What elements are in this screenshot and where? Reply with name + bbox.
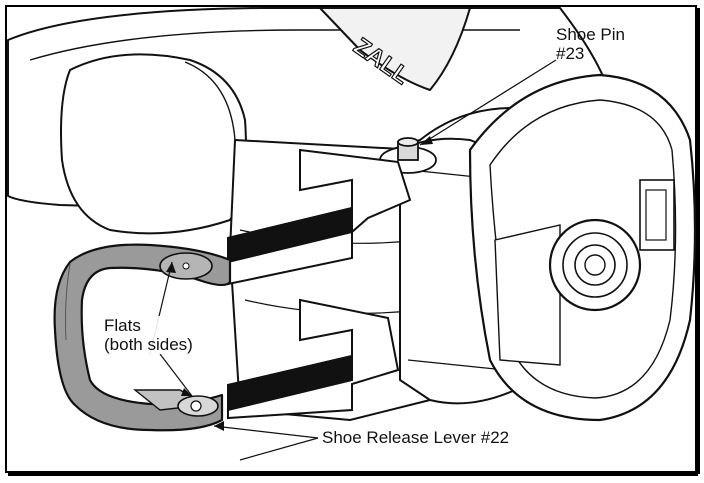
upper-insertion-arrow <box>227 148 412 286</box>
leader-arrowheads <box>166 136 433 431</box>
shoe-pin-label-line-1: Shoe Pin <box>556 25 625 44</box>
shoe-release-lever-label: Shoe Release Lever #22 <box>320 428 512 447</box>
flats-label-line-2: (both sides) <box>104 335 193 354</box>
leader-lines <box>149 59 557 461</box>
lower-insertion-arrow <box>227 298 400 420</box>
flats-label-line-1: Flats <box>104 316 141 335</box>
shoe-pin-label: Shoe Pin #23 <box>556 25 625 63</box>
flats-label: Flats (both sides) <box>102 316 195 354</box>
shoe-pin-label-line-2: #23 <box>556 44 585 63</box>
gear-head <box>468 73 697 422</box>
logo-plate <box>319 7 471 91</box>
boot-grip <box>60 53 247 235</box>
